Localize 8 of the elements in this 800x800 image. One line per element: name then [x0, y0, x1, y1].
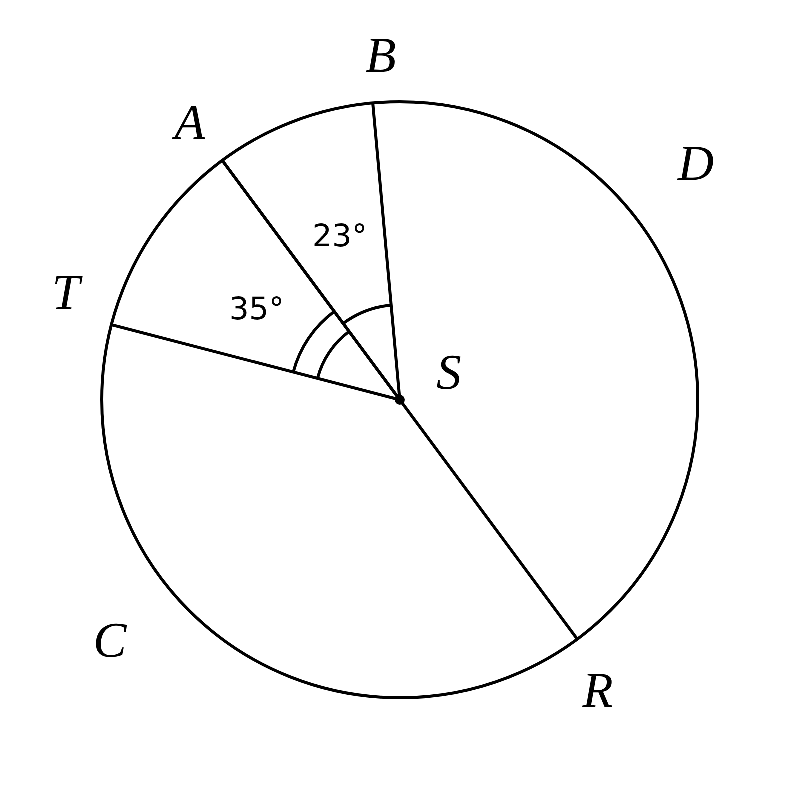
point-label: C	[93, 615, 127, 665]
angle-label: 35°	[230, 294, 284, 326]
angle-label: 23°	[312, 222, 368, 252]
point-label: S	[436, 347, 462, 397]
point-label: A	[174, 97, 206, 147]
point-label: B	[366, 30, 396, 80]
point-label: R	[582, 665, 614, 715]
point-label: D	[678, 138, 714, 188]
